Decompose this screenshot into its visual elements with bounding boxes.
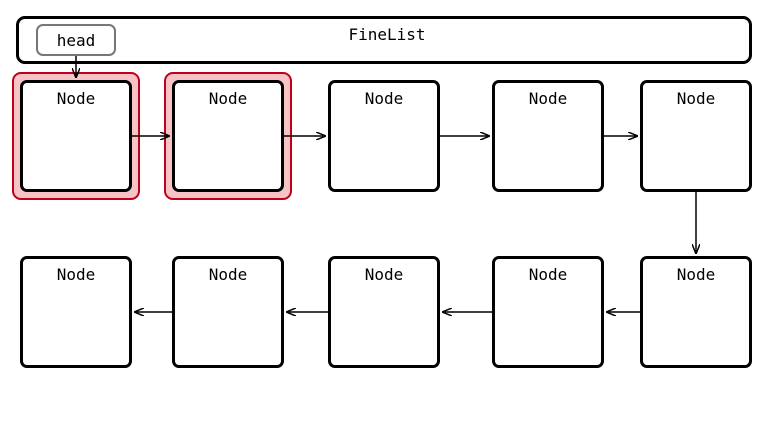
- node-box: Node: [640, 256, 752, 368]
- node-label: Node: [528, 265, 568, 284]
- node-label: Node: [208, 265, 248, 284]
- node-label: Node: [528, 89, 568, 108]
- node-label: Node: [364, 89, 404, 108]
- node-box: Node: [20, 256, 132, 368]
- head-pointer: head: [36, 24, 116, 56]
- container-title: FineList: [348, 25, 426, 44]
- node-box: Node: [172, 256, 284, 368]
- node-box: Node: [328, 256, 440, 368]
- node-label: Node: [56, 265, 96, 284]
- node-box: Node: [640, 80, 752, 192]
- node-label: Node: [56, 89, 96, 108]
- node-label: Node: [676, 89, 716, 108]
- node-box: Node: [172, 80, 284, 192]
- node-box: Node: [328, 80, 440, 192]
- node-box: Node: [492, 80, 604, 192]
- node-box: Node: [492, 256, 604, 368]
- node-label: Node: [676, 265, 716, 284]
- node-label: Node: [364, 265, 404, 284]
- node-label: Node: [208, 89, 248, 108]
- node-box: Node: [20, 80, 132, 192]
- finelist-container: FineList: [16, 16, 752, 64]
